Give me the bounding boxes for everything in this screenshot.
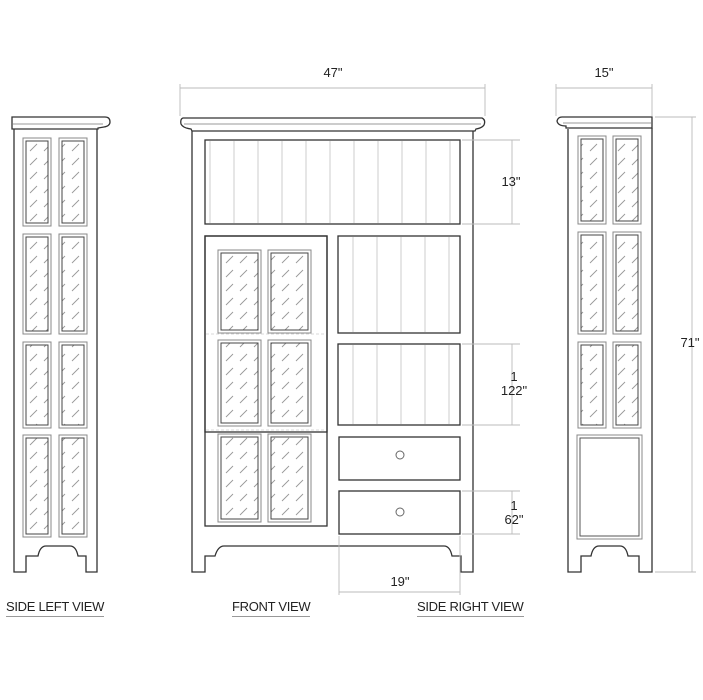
view-label-side-left: SIDE LEFT VIEW [6,599,104,617]
side-left-view [11,116,111,573]
dim-overall-depth: 15" [594,65,614,80]
drawer-knob [395,450,405,460]
side-right-glass-panels [577,135,642,429]
drawer-upper [338,436,461,481]
front-view [179,84,520,595]
dim-top-shelf-height: 13" [501,174,521,189]
side-right-view [555,84,696,573]
middle-open-shelf [337,235,461,334]
dim-overall-width: 47" [323,65,343,80]
solid-panel [576,434,643,540]
top-open-shelf [204,139,461,225]
side-left-glass-panels [22,137,88,538]
dim-drawer-height-line1: 1 [510,498,518,513]
dim-overall-height: 71" [680,335,700,350]
drawer-lower [338,490,461,535]
dim-drawer-height-line2: 62" [504,512,524,527]
view-label-front: FRONT VIEW [232,599,311,617]
dim-middle-shelf-line2: 122" [500,383,528,398]
view-label-side-right: SIDE RIGHT VIEW [417,599,524,617]
front-door-glass-panels [217,249,312,523]
dim-middle-shelf-line1: 1 [510,369,518,384]
lower-open-shelf [337,343,461,426]
dim-drawer-width: 19" [390,574,410,589]
drawer-knob [395,507,405,517]
